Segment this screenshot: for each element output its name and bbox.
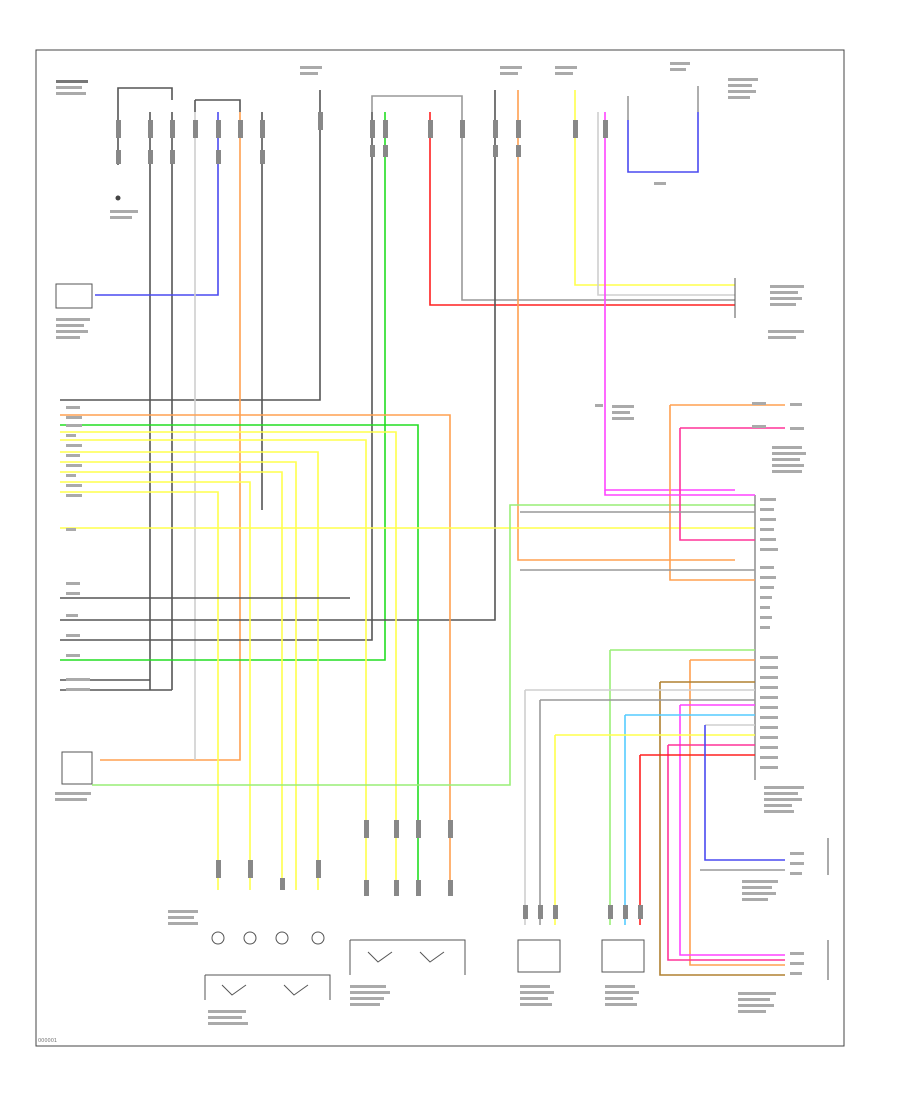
passenger-seat-module [734, 278, 804, 339]
left-bus-lines [60, 414, 755, 890]
top-center-cluster [60, 90, 735, 661]
top-right-blue-loop [627, 86, 699, 173]
left-switch-module [55, 283, 93, 339]
right-module-wires [520, 404, 785, 976]
top-center-connector-pins [370, 120, 608, 157]
right-wire-labels [595, 402, 804, 430]
diagram-footer-code: 000001 [38, 1038, 58, 1044]
bottom-left-connector [168, 860, 331, 1025]
bottom-sensor-a [517, 905, 561, 1006]
right-control-module [754, 446, 806, 813]
right-small-modules [738, 838, 829, 1013]
bottom-sensor-b [601, 905, 645, 1006]
diagram-border [35, 49, 845, 1047]
top-left-connector-pins [116, 112, 323, 164]
bottom-center-connector [349, 820, 466, 1006]
left-bus-labels [66, 406, 90, 691]
top-left-power-cluster [60, 87, 321, 761]
top-center-labels [500, 66, 577, 75]
ground-icon [115, 195, 121, 201]
top-right-labels [654, 62, 758, 185]
top-left-labels [56, 66, 322, 219]
left-sensor-module [55, 504, 755, 801]
